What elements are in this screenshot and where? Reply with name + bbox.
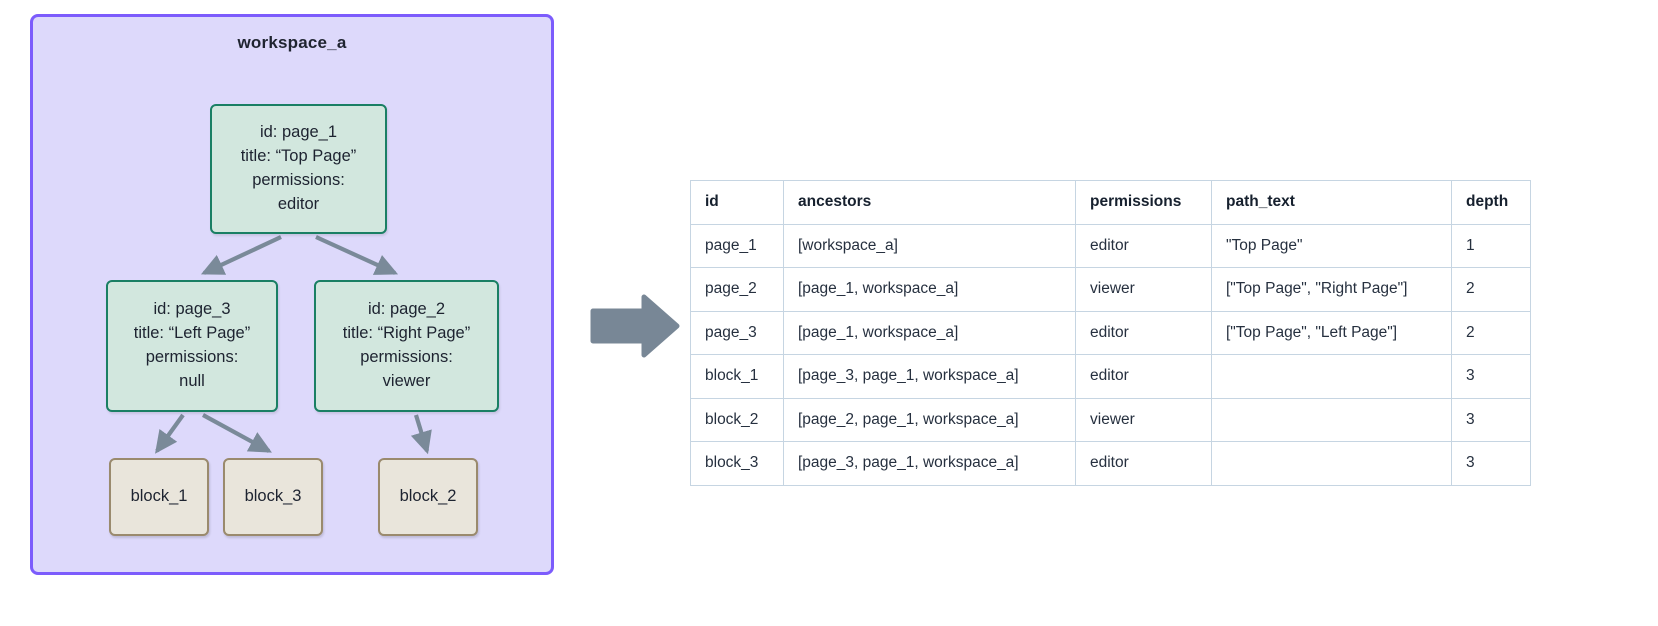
node-page_3[interactable]: id: page_3 title: “Left Page” permission…: [106, 280, 278, 412]
cell-id: page_3: [690, 310, 784, 355]
node-page_1-line-3: editor: [277, 194, 320, 213]
cell-permissions: editor: [1075, 441, 1212, 486]
node-page_1-line-2: permissions:: [252, 171, 345, 189]
result-table: id ancestors permissions path_text depth…: [690, 180, 1531, 486]
cell-id: page_2: [690, 267, 784, 312]
column-header-path_text: path_text: [1211, 180, 1452, 225]
table-row: page_3 [page_1, workspace_a] editor ["To…: [690, 310, 1531, 355]
cell-path_text: ["Top Page", "Left Page"]: [1211, 310, 1452, 355]
node-page_1-line-0: id: page_1: [259, 123, 338, 142]
node-block_2-label: block_2: [399, 487, 457, 506]
cell-permissions: viewer: [1075, 267, 1212, 312]
workspace-container: workspace_a id: page_1 title: “Top Page”…: [30, 14, 554, 575]
cell-depth: 3: [1451, 354, 1531, 399]
node-block_1[interactable]: block_1: [109, 458, 209, 536]
cell-depth: 2: [1451, 267, 1531, 312]
cell-ancestors: [page_2, page_1, workspace_a]: [783, 397, 1076, 442]
column-header-ancestors: ancestors: [783, 180, 1076, 225]
edge-page_1-to-page_2: [315, 235, 399, 275]
column-header-permissions: permissions: [1075, 180, 1212, 225]
cell-permissions: editor: [1075, 354, 1212, 399]
cell-depth: 1: [1451, 223, 1531, 268]
cell-path_text: [1211, 354, 1452, 399]
node-page_2-line-3: viewer: [382, 371, 431, 390]
edge-page_3-to-block_1: [155, 413, 185, 454]
table-header-row: id ancestors permissions path_text depth: [690, 180, 1531, 225]
node-page_3-line-3: null: [179, 371, 205, 390]
cell-id: block_3: [690, 441, 784, 486]
cell-ancestors: [page_3, page_1, workspace_a]: [783, 441, 1076, 486]
cell-path_text: ["Top Page", "Right Page"]: [1211, 267, 1452, 312]
right-arrow-icon: [590, 294, 680, 358]
cell-ancestors: [workspace_a]: [783, 223, 1076, 268]
cell-id: block_2: [690, 397, 784, 442]
cell-path_text: [1211, 441, 1452, 486]
edge-page_2-to-block_2: [410, 414, 432, 455]
workspace-title: workspace_a: [237, 33, 347, 52]
cell-ancestors: [page_1, workspace_a]: [783, 310, 1076, 355]
cell-id: block_1: [690, 354, 784, 399]
edge-page_1-to-page_3: [200, 235, 282, 275]
node-block_1-label: block_1: [130, 487, 188, 506]
cell-permissions: editor: [1075, 310, 1212, 355]
table-row: block_1 [page_3, page_1, workspace_a] ed…: [690, 354, 1531, 399]
node-page_2[interactable]: id: page_2 title: “Right Page” permissio…: [314, 280, 499, 412]
node-page_2-line-0: id: page_2: [367, 300, 446, 319]
node-page_3-line-1: title: “Left Page”: [133, 324, 251, 343]
node-block_3-label: block_3: [244, 487, 302, 506]
node-page_1[interactable]: id: page_1 title: “Top Page” permissions…: [210, 104, 387, 234]
cell-depth: 2: [1451, 310, 1531, 355]
node-block_2[interactable]: block_2: [378, 458, 478, 536]
table-row: page_2 [page_1, workspace_a] viewer ["To…: [690, 267, 1531, 312]
edge-page_3-to-block_3: [201, 413, 272, 453]
cell-ancestors: [page_1, workspace_a]: [783, 267, 1076, 312]
cell-path_text: "Top Page": [1211, 223, 1452, 268]
column-header-id: id: [690, 180, 784, 225]
cell-depth: 3: [1451, 397, 1531, 442]
table-row: block_2 [page_2, page_1, workspace_a] vi…: [690, 397, 1531, 442]
cell-id: page_1: [690, 223, 784, 268]
column-header-depth: depth: [1451, 180, 1531, 225]
cell-ancestors: [page_3, page_1, workspace_a]: [783, 354, 1076, 399]
table-row: page_1 [workspace_a] editor "Top Page" 1: [690, 223, 1531, 268]
node-page_2-line-2: permissions:: [360, 348, 453, 366]
node-page_3-line-2: permissions:: [145, 348, 239, 366]
node-page_1-line-1: title: “Top Page”: [240, 147, 357, 166]
table-row: block_3 [page_3, page_1, workspace_a] ed…: [690, 441, 1531, 486]
node-block_3[interactable]: block_3: [223, 458, 323, 536]
cell-permissions: viewer: [1075, 397, 1212, 442]
cell-permissions: editor: [1075, 223, 1212, 268]
node-page_2-line-1: title: “Right Page”: [342, 324, 471, 343]
cell-path_text: [1211, 397, 1452, 442]
cell-depth: 3: [1451, 441, 1531, 486]
node-page_3-line-0: id: page_3: [153, 300, 231, 319]
